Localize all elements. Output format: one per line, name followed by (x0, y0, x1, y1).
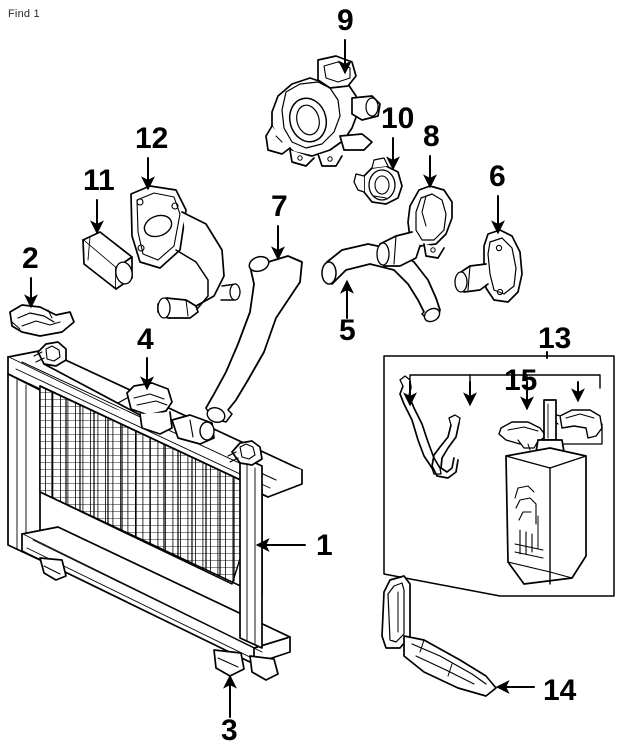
callout-number-12: 12 (135, 122, 168, 155)
water-inlet-housing-part (454, 229, 523, 303)
reservoir-tank (505, 399, 587, 585)
hose-clamp-right-icon (551, 409, 603, 439)
upper-radiator-hose-part (205, 255, 303, 423)
radiator-assembly (7, 341, 303, 681)
radiator-side-bracket-part (381, 575, 497, 697)
callout-number-10: 10 (381, 102, 414, 135)
callout-number-2: 2 (22, 242, 39, 275)
callout-number-14: 14 (543, 674, 577, 707)
radiator-support-bracket-part (9, 304, 75, 337)
water-pump-assembly-part (265, 55, 381, 167)
water-outlet-housing-part (376, 177, 453, 267)
callout-number-15: 15 (504, 364, 537, 397)
callout-number-8: 8 (423, 120, 440, 153)
thermostat-part (353, 157, 403, 205)
callout-number-5: 5 (339, 314, 356, 347)
radiator-inlet-neck (171, 414, 215, 445)
hose-clamp-icon (498, 421, 547, 451)
callout-number-6: 6 (489, 160, 506, 193)
water-inlet-pipe-part (130, 185, 241, 319)
reservoir-tank-group-box (383, 355, 615, 597)
callout-number-3: 3 (221, 714, 238, 747)
find-label: Find 1 (8, 8, 40, 20)
callout-number-9: 9 (337, 4, 354, 37)
radiator-cap-part (117, 382, 173, 435)
callout-number-7: 7 (271, 190, 288, 223)
callout-number-1: 1 (316, 529, 333, 562)
callout-number-11: 11 (83, 164, 115, 197)
callout-number-4: 4 (137, 323, 154, 356)
water-bypass-hose-part (82, 231, 133, 290)
callout-number-13: 13 (538, 322, 571, 355)
